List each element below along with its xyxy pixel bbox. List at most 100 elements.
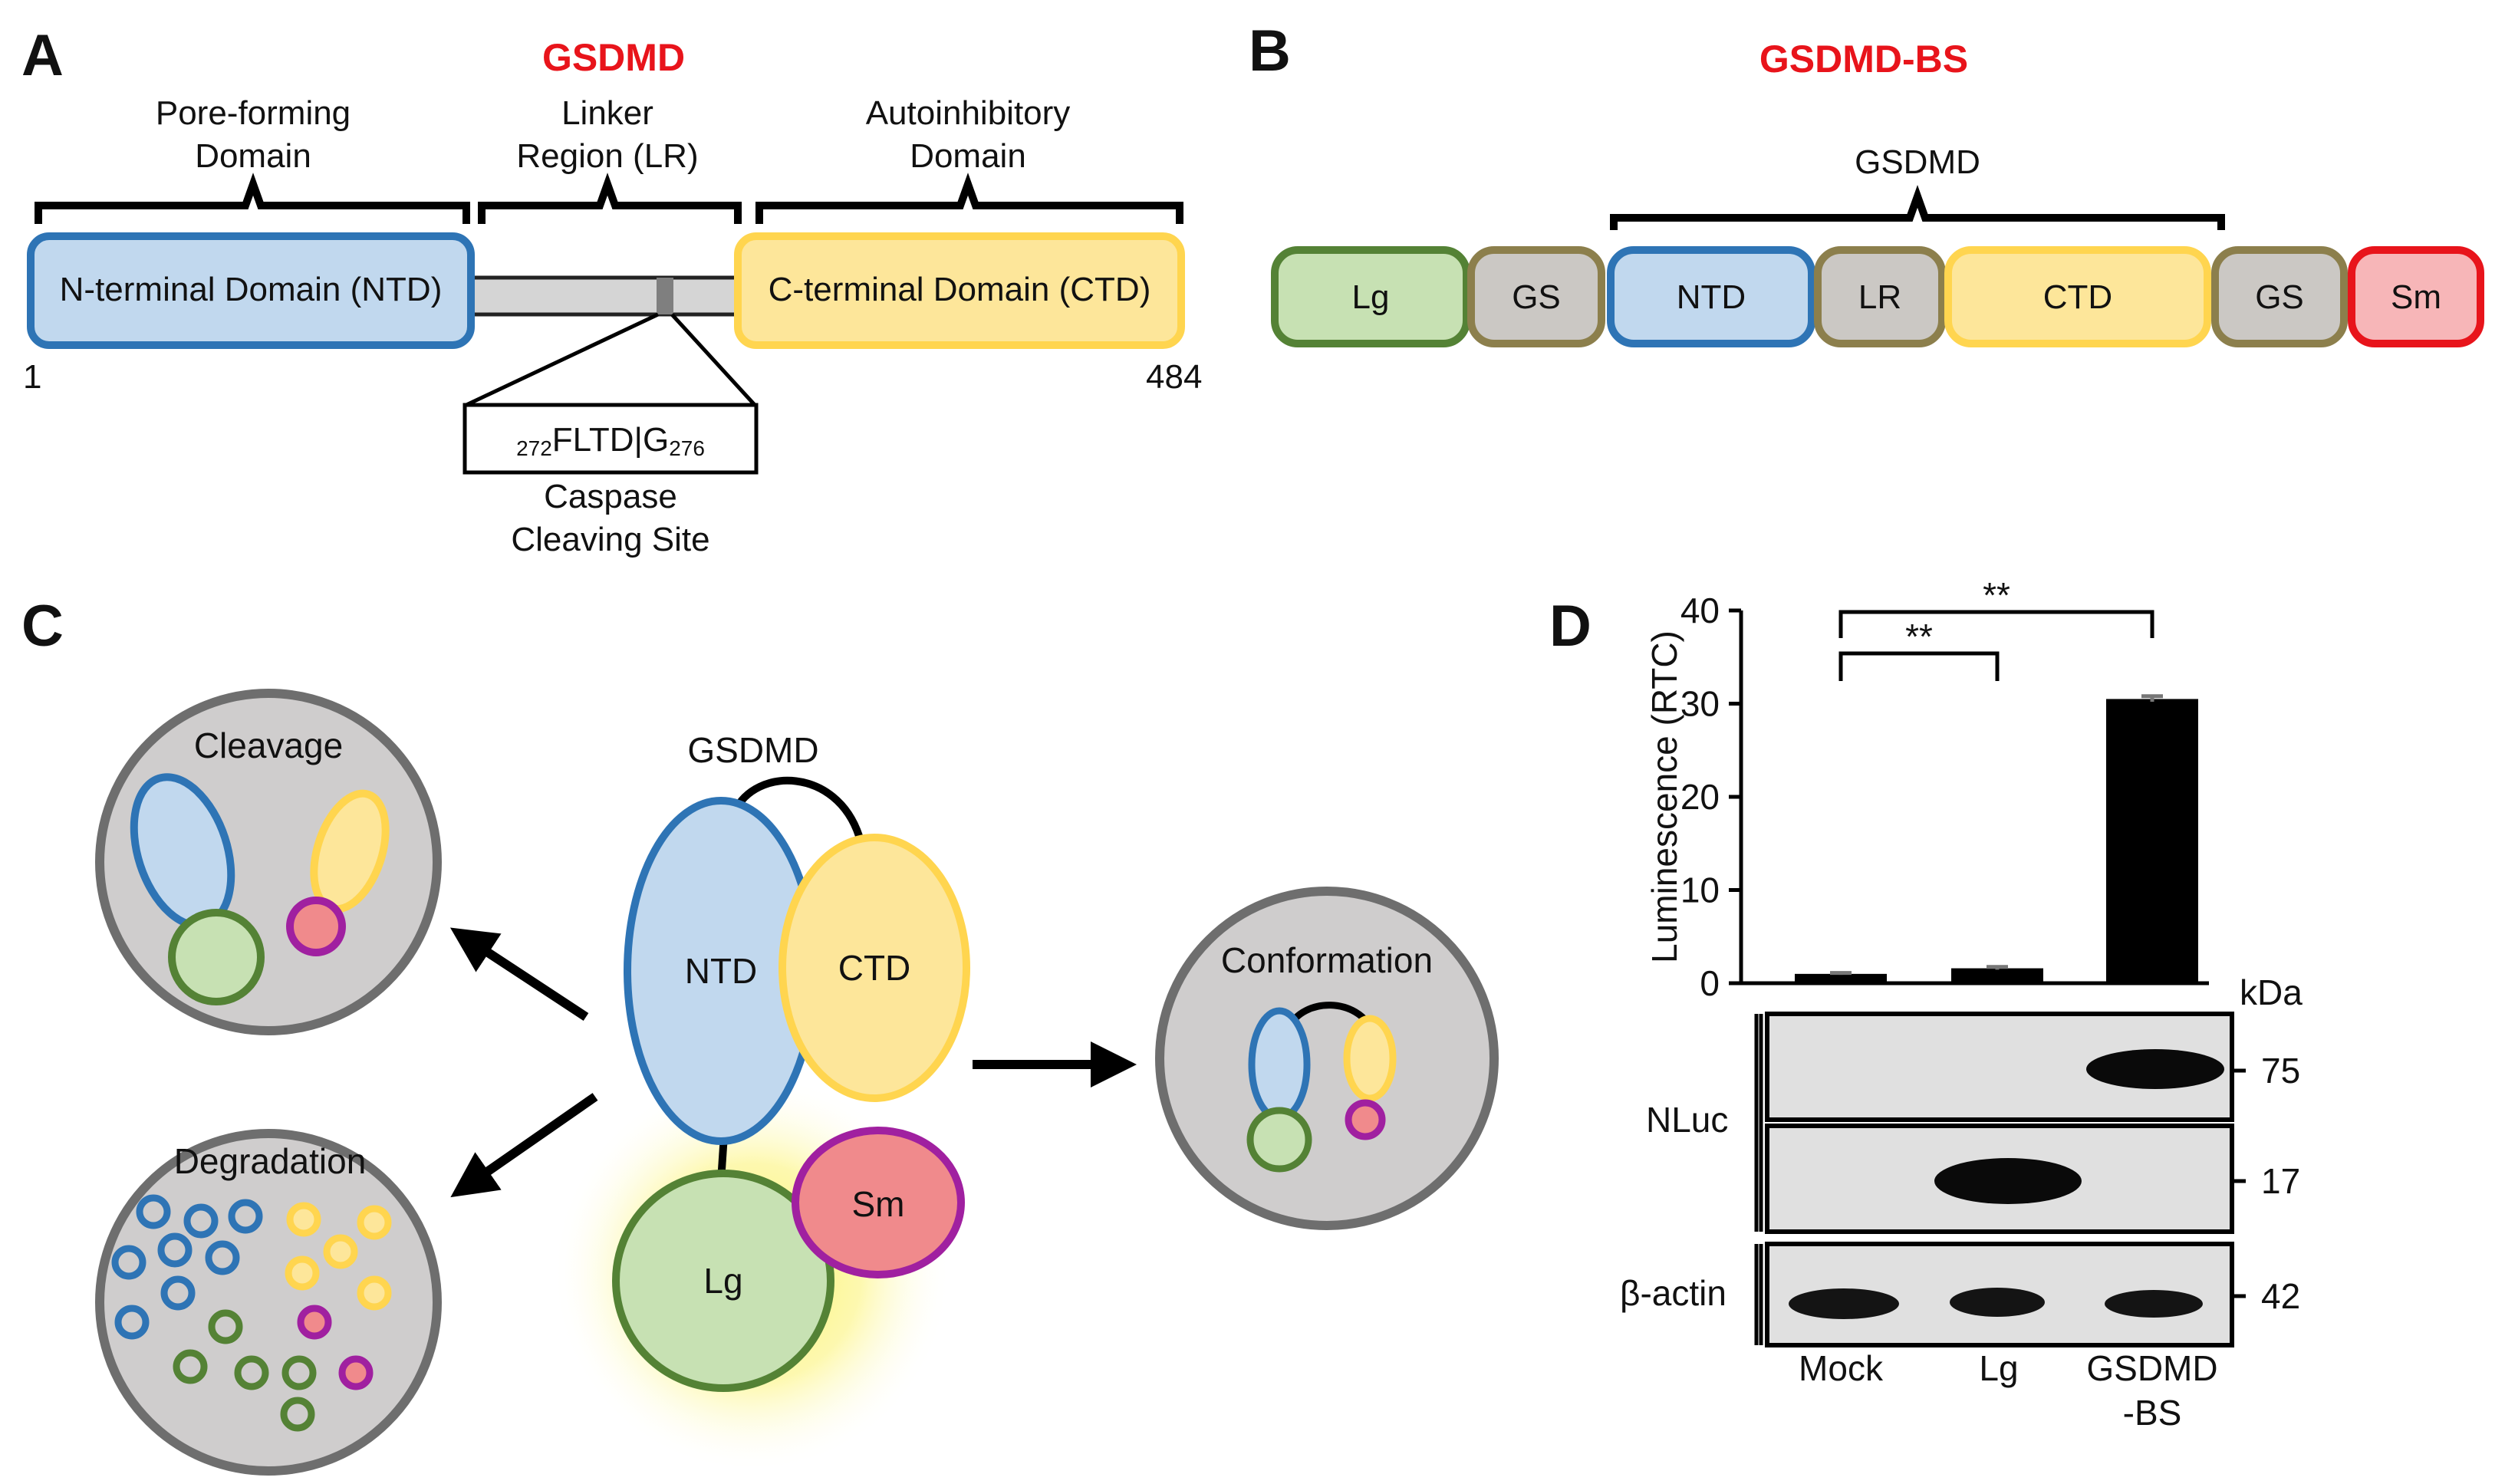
fragment-dot (111, 1245, 146, 1280)
center-lg-label: Lg (703, 1261, 742, 1301)
panel-c-letter: C (21, 594, 64, 659)
conformation-cell (1155, 887, 1499, 1230)
mw-75: 75 (2261, 1051, 2300, 1091)
center-ctd-label: CTD (838, 948, 911, 988)
sequence-start-number: 1 (23, 358, 41, 396)
y-tick-label: 0 (1700, 963, 1720, 1003)
autoinhibitory-label-2: Domain (910, 137, 1026, 175)
sig-bracket-mock-bs (1838, 610, 2154, 638)
fragment-dot (281, 1355, 317, 1390)
bar-1 (1951, 968, 2043, 983)
fragment-dot (286, 1202, 321, 1237)
panel-a-title: GSDMD (542, 36, 685, 79)
linker-bracket (478, 173, 742, 224)
conformation-lg-shape (1246, 1107, 1312, 1173)
fragment-dot (157, 1232, 193, 1268)
pore-forming-label-2: Domain (195, 137, 311, 175)
y-tick-label: 40 (1680, 591, 1720, 630)
site-subscript-right: 276 (669, 436, 705, 460)
pore-forming-label-1: Pore-forming (156, 94, 351, 132)
autoinhibitory-bracket (755, 173, 1183, 224)
center-ctd-shape (778, 834, 970, 1102)
segment-label-3: LR (1858, 278, 1901, 316)
fragment-dot (323, 1234, 358, 1269)
panel-d-letter: D (1549, 594, 1592, 659)
sig-stars-1: ** (1905, 617, 1933, 656)
zoom-line-left (465, 312, 660, 407)
cleavage-sm-shape (286, 897, 346, 956)
gsdmd-bracket-label: GSDMD (1855, 143, 1980, 181)
degradation-label: Degradation (174, 1141, 367, 1181)
degraded-fragments (111, 1194, 392, 1432)
segment-label-1: GS (1512, 278, 1561, 316)
segment-ntd-2 (1607, 246, 1815, 347)
center-lg-shape (612, 1170, 834, 1392)
gsdmd-bracket (1610, 185, 2225, 230)
panel-a-letter: A (21, 23, 64, 88)
fragment-dot (208, 1309, 243, 1344)
band-actin-mock (1789, 1288, 1899, 1319)
fragment-dot (357, 1275, 392, 1311)
conformation-label: Conformation (1221, 940, 1433, 980)
panel-a: A GSDMD Pore-forming Domain Linker Regio… (21, 23, 1202, 558)
panel-b-title: GSDMD-BS (1759, 38, 1968, 81)
y-tick-label: 10 (1680, 870, 1720, 910)
segment-label-6: Sm (2391, 278, 2441, 316)
sig-stars-2: ** (1983, 575, 2010, 615)
fragment-dot (338, 1355, 374, 1390)
center-ntd-label: NTD (685, 951, 758, 991)
segment-sm-6 (2348, 246, 2484, 347)
linker-loop (731, 776, 863, 837)
segment-lr-3 (1814, 246, 1946, 347)
y-tick-label: 20 (1680, 777, 1720, 817)
segment-gs-1 (1467, 246, 1605, 347)
fragment-dot (280, 1397, 315, 1432)
ctd-domain-box (734, 232, 1185, 349)
band-lg-17 (1934, 1158, 2082, 1204)
sequence-end-number: 484 (1146, 358, 1202, 396)
arrow-to-cleavage (449, 927, 589, 1022)
fragment-dot (183, 1203, 219, 1239)
fragment-dot (228, 1199, 263, 1234)
mw-17: 17 (2261, 1161, 2300, 1201)
linker-label-1: Linker (561, 94, 653, 132)
cleavage-site-sequence: 272FLTD|G276 (516, 421, 705, 460)
segment-gs-5 (2211, 246, 2348, 347)
pore-domain-bracket (35, 173, 470, 224)
conformation-ntd-shape (1248, 1007, 1311, 1122)
fragment-dot (114, 1305, 150, 1340)
segment-label-4: CTD (2043, 278, 2112, 316)
fragment-dot (160, 1275, 196, 1311)
mw-42: 42 (2261, 1276, 2300, 1316)
lane-lg: Lg (1979, 1348, 2018, 1388)
panel-b-letter: B (1249, 18, 1291, 84)
zoom-line-right (670, 313, 756, 406)
caspase-label-2: Cleaving Site (511, 521, 709, 558)
cleavage-site-box (462, 403, 759, 475)
site-subscript-left: 272 (516, 436, 552, 460)
linker-bar (458, 275, 746, 317)
fragment-dot (173, 1349, 208, 1384)
cleavage-site-marker (657, 278, 673, 314)
kda-label: kDa (2240, 972, 2303, 1012)
ntd-domain-text: N-terminal Domain (NTD) (60, 271, 443, 308)
lane-bs: -BS (2123, 1393, 2182, 1433)
center-sm-shape (792, 1127, 965, 1278)
arrow-to-degradation (450, 1093, 598, 1198)
ntd-domain-box (27, 232, 475, 349)
conformation-ctd-shape (1343, 1015, 1397, 1102)
fragment-dot (285, 1255, 320, 1291)
fragment-dot (234, 1355, 269, 1390)
site-main-text: FLTD|G (552, 421, 669, 459)
center-sm-label: Sm (852, 1184, 905, 1224)
segment-label-2: NTD (1677, 278, 1746, 316)
segment-ctd-4 (1944, 246, 2211, 347)
fragment-dot (205, 1240, 240, 1275)
fragment-dot (297, 1305, 332, 1340)
gsdmd-center-label: GSDMD (687, 730, 818, 770)
y-tick-label: 30 (1680, 684, 1720, 724)
segment-label-5: GS (2255, 278, 2304, 316)
